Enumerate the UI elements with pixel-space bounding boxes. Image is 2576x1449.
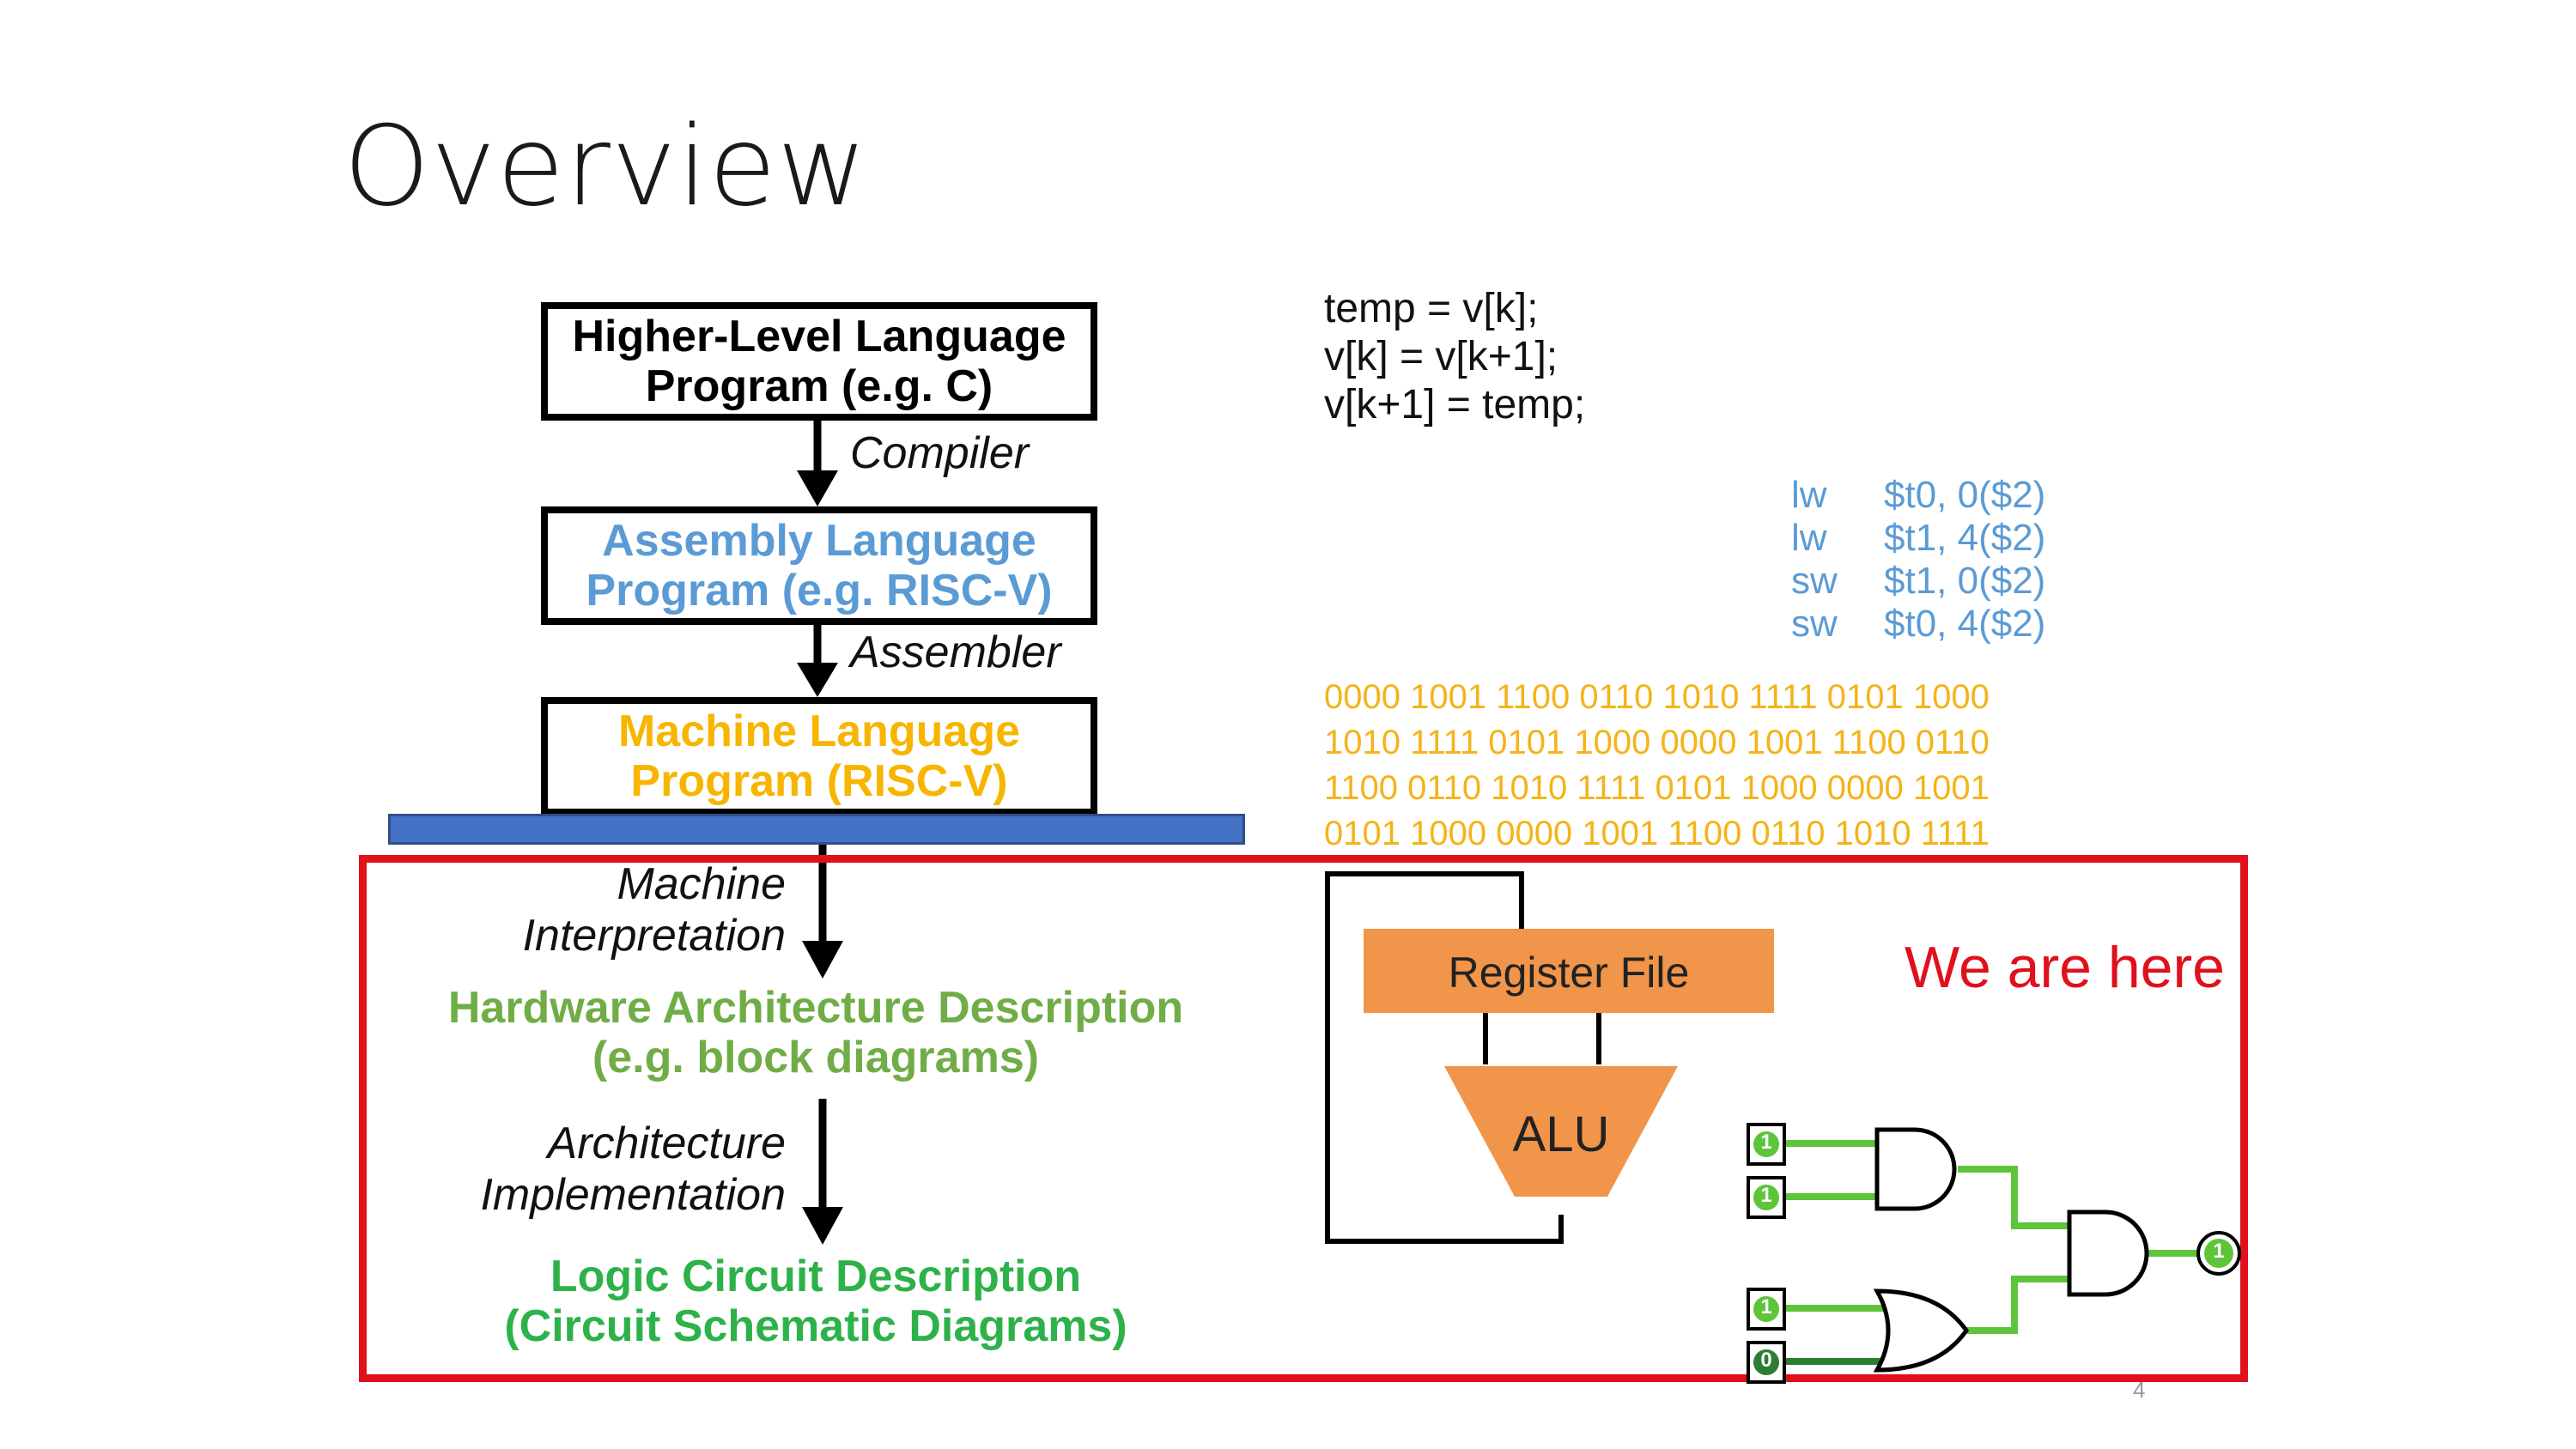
bin-line: 1100 0110 1010 1111 0101 1000 0000 1001 [1324, 769, 1990, 807]
box2-line1: Assembly Language [602, 516, 1036, 566]
hardware-architecture-description: Hardware Architecture Description (e.g. … [386, 983, 1245, 1082]
register-file-label: Register File [1448, 949, 1690, 997]
slide-title: Overview [343, 103, 868, 231]
assembly-language-box: Assembly Language Program (e.g. RISC-V) [541, 506, 1097, 625]
machine-language-box: Machine Language Program (RISC-V) [541, 697, 1097, 815]
box1-line1: Higher-Level Language [572, 312, 1066, 361]
alu-block [1444, 1066, 1678, 1197]
arrow-compiler [797, 421, 838, 506]
mi-line1: Machine [617, 859, 786, 909]
box1-line2: Program (e.g. C) [645, 361, 993, 411]
input-value: 1 [1760, 1295, 1772, 1319]
ai-line1: Architecture [547, 1119, 786, 1168]
alu-label: ALU [1512, 1106, 1610, 1162]
c-line: v[k] = v[k+1]; [1324, 334, 1558, 379]
arrow-assembler [797, 625, 838, 697]
bin-line: 1010 1111 0101 1000 0000 1001 1100 0110 [1324, 724, 1990, 761]
highlight-region [359, 855, 2248, 1382]
and-gate [1874, 1127, 1957, 1211]
arrow-architecture-implementation [802, 1099, 843, 1245]
or-gate [1873, 1288, 1970, 1373]
high-level-language-box: Higher-Level Language Program (e.g. C) [541, 302, 1097, 421]
box2-line2: Program (e.g. RISC-V) [586, 566, 1053, 615]
machine-code-block: 0000 1001 1100 0110 1010 1111 0101 1000 … [1324, 675, 1990, 857]
bin-line: 0101 1000 0000 1001 1100 0110 1010 1111 [1324, 815, 1990, 852]
input-value: 1 [1760, 1131, 1772, 1154]
and-gate [2067, 1210, 2149, 1297]
stage5-line1: Logic Circuit Description [550, 1252, 1082, 1301]
stage4-line1: Hardware Architecture Description [447, 983, 1184, 1033]
c-code-block: temp = v[k]; v[k] = v[k+1]; v[k+1] = tem… [1324, 285, 1585, 429]
input-value: 0 [1760, 1349, 1772, 1372]
compiler-label: Compiler [850, 428, 1030, 478]
bin-line: 0000 1001 1100 0110 1010 1111 0101 1000 [1324, 678, 1990, 716]
machine-interpretation-label: Machine Interpretation [481, 858, 786, 961]
interface-bar [388, 814, 1245, 845]
ai-line2: Implementation [480, 1170, 786, 1220]
mi-line2: Interpretation [522, 911, 786, 961]
page-number: 4 [2133, 1377, 2146, 1403]
stage4-line2: (e.g. block diagrams) [592, 1033, 1040, 1082]
architecture-implementation-label: Architecture Implementation [429, 1118, 786, 1221]
c-line: temp = v[k]; [1324, 286, 1539, 331]
we-are-here-label: We are here [1905, 935, 2225, 1000]
logic-circuit-description: Logic Circuit Description (Circuit Schem… [386, 1252, 1245, 1351]
asm-line: lw$t0, 0($2) [1791, 474, 2046, 516]
register-file-block [1364, 929, 1774, 1013]
assembly-code-block: lw$t0, 0($2) lw$t1, 4($2) sw$t1, 0($2) s… [1791, 474, 2045, 646]
asm-line: sw$t1, 0($2) [1791, 560, 2046, 602]
c-line: v[k+1] = temp; [1324, 382, 1586, 427]
box3-line2: Program (RISC-V) [630, 756, 1008, 806]
input-value: 1 [1760, 1184, 1772, 1207]
asm-line: sw$t0, 4($2) [1791, 603, 2046, 645]
box3-line1: Machine Language [617, 706, 1021, 756]
stage5-line2: (Circuit Schematic Diagrams) [504, 1301, 1127, 1351]
assembler-label: Assembler [850, 627, 1061, 677]
output-value: 1 [2213, 1240, 2225, 1263]
asm-line: lw$t1, 4($2) [1791, 517, 2046, 559]
